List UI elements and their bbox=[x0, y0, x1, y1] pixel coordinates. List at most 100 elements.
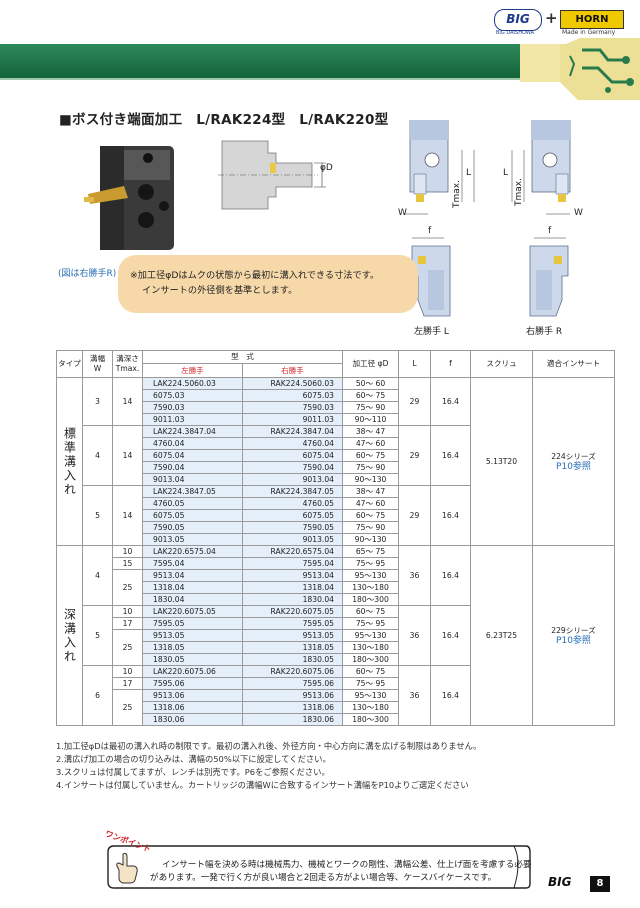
depth-cell: 10 bbox=[112, 545, 143, 558]
right-hand-code: 9011.03 bbox=[242, 413, 343, 426]
th-type: タイプ bbox=[56, 350, 83, 378]
left-hand-code: 9513.04 bbox=[142, 569, 243, 582]
left-hand-code: 7590.05 bbox=[142, 521, 243, 534]
right-hand-code: 9013.04 bbox=[242, 473, 343, 486]
depth-cell: 25 bbox=[112, 689, 143, 726]
diameter-cell: 90〜130 bbox=[342, 473, 399, 486]
diameter-cell: 47〜 60 bbox=[342, 497, 399, 510]
f-cell: 16.4 bbox=[430, 665, 471, 726]
diameter-cell: 75〜 90 bbox=[342, 401, 399, 414]
footer-big-logo: BIG bbox=[548, 875, 572, 889]
L-label-right: L bbox=[503, 168, 509, 178]
diameter-cell: 38〜 47 bbox=[342, 485, 399, 498]
left-hand-code: 9513.06 bbox=[142, 689, 243, 702]
right-hand-code: 1830.06 bbox=[242, 713, 343, 726]
right-hand-code: 6075.05 bbox=[242, 509, 343, 522]
right-hand-code: RAK220.6075.06 bbox=[242, 665, 343, 678]
footnote-2: 2.溝広げ加工の場合の切り込みは、溝幅の50%以下に設定してください。 bbox=[56, 754, 331, 764]
tip-line-2: があります。一発で行く方が良い場合と2回走る方がよい場合等、ケースバイケースです… bbox=[150, 873, 497, 883]
diameter-cell: 90〜130 bbox=[342, 533, 399, 546]
footnote-3: 3.スクリュは付属してますが、レンチは別売です。P6をご参照ください。 bbox=[56, 767, 330, 777]
figure-caption: (図は右勝手R) bbox=[58, 269, 117, 279]
diameter-cell: 95〜130 bbox=[342, 689, 399, 702]
width-cell: 6 bbox=[82, 665, 113, 726]
horn-logo: HORN bbox=[560, 10, 624, 29]
depth-cell: 14 bbox=[112, 377, 143, 426]
depth-cell: 17 bbox=[112, 617, 143, 630]
left-hand-code: 9013.04 bbox=[142, 473, 243, 486]
depth-cell: 10 bbox=[112, 665, 143, 678]
W-label-right: W bbox=[574, 208, 583, 218]
horn-logo-subtitle: Made in Germany bbox=[562, 29, 616, 36]
left-hand-code: 9513.05 bbox=[142, 629, 243, 642]
depth-cell: 10 bbox=[112, 605, 143, 618]
diameter-cell: 38〜 47 bbox=[342, 425, 399, 438]
left-hand-code: 1318.04 bbox=[142, 581, 243, 594]
left-hand-code: 9011.03 bbox=[142, 413, 243, 426]
footnote-1: 1.加工径φDは最初の溝入れ時の制限です。最初の溝入れ後、外径方向・中心方向に溝… bbox=[56, 741, 482, 751]
diameter-cell: 60〜 75 bbox=[342, 389, 399, 402]
tip-line-1: インサート幅を決める時は機械馬力、機械とワークの剛性、溝幅公差、仕上げ面を考慮す… bbox=[162, 860, 532, 870]
L-cell: 36 bbox=[398, 665, 431, 726]
screw-cell: 6.23T25 bbox=[470, 545, 533, 726]
diameter-cell: 180〜300 bbox=[342, 653, 399, 666]
W-label-left: W bbox=[398, 208, 407, 218]
note-line-2: インサートの外径側を基準とします。 bbox=[142, 285, 298, 296]
type-cell: 標準溝入れ bbox=[56, 377, 83, 546]
diameter-cell: 75〜 90 bbox=[342, 461, 399, 474]
right-hand-code: 9513.05 bbox=[242, 629, 343, 642]
right-hand-code: 6075.03 bbox=[242, 389, 343, 402]
left-hand-code: 6075.04 bbox=[142, 449, 243, 462]
th-screw: スクリュ bbox=[470, 350, 533, 378]
diameter-cell: 75〜 95 bbox=[342, 557, 399, 570]
left-hand-code: 7595.05 bbox=[142, 617, 243, 630]
depth-cell: 25 bbox=[112, 629, 143, 666]
left-hand-code: 9013.05 bbox=[142, 533, 243, 546]
L-cell: 29 bbox=[398, 485, 431, 546]
right-hand-code: 7590.03 bbox=[242, 401, 343, 414]
width-cell: 4 bbox=[82, 545, 113, 606]
insert-ref-link[interactable]: P10参照 bbox=[556, 461, 591, 472]
diameter-cell: 95〜130 bbox=[342, 629, 399, 642]
left-hand-code: 7595.06 bbox=[142, 677, 243, 690]
left-hand-code: 1830.06 bbox=[142, 713, 243, 726]
diameter-cell: 50〜 60 bbox=[342, 377, 399, 390]
hand-pointer-icon bbox=[116, 852, 138, 884]
diameter-cell: 75〜 95 bbox=[342, 677, 399, 690]
type-cell: 深溝入れ bbox=[56, 545, 83, 726]
insert-series: 229シリーズ bbox=[551, 625, 596, 635]
depth-cell: 25 bbox=[112, 569, 143, 606]
diameter-cell: 47〜 60 bbox=[342, 437, 399, 450]
big-logo-subtitle: BIG DAISHOWA bbox=[496, 30, 534, 36]
right-hand-code: 9513.06 bbox=[242, 689, 343, 702]
cartridge-photo bbox=[84, 146, 174, 250]
width-cell: 5 bbox=[82, 485, 113, 546]
left-hand-code: 7590.03 bbox=[142, 401, 243, 414]
right-hand-code: 7595.05 bbox=[242, 617, 343, 630]
right-hand-code: 9513.04 bbox=[242, 569, 343, 582]
right-hand-code: 9013.05 bbox=[242, 533, 343, 546]
note-box bbox=[118, 255, 418, 313]
th-f: f bbox=[430, 350, 471, 378]
left-hand-code: LAK220.6075.05 bbox=[142, 605, 243, 618]
left-hand-code: LAK224.5060.03 bbox=[142, 377, 243, 390]
insert-ref-link[interactable]: P10参照 bbox=[556, 635, 591, 646]
right-hand-code: 4760.05 bbox=[242, 497, 343, 510]
section-diagram bbox=[218, 140, 326, 210]
insert-series: 224シリーズ bbox=[551, 451, 596, 461]
th-L: L bbox=[398, 350, 431, 378]
diameter-cell: 75〜 95 bbox=[342, 617, 399, 630]
width-cell: 4 bbox=[82, 425, 113, 486]
left-hand-code: 1318.06 bbox=[142, 701, 243, 714]
right-hand-code: 1318.06 bbox=[242, 701, 343, 714]
right-hand-code: 7590.04 bbox=[242, 461, 343, 474]
